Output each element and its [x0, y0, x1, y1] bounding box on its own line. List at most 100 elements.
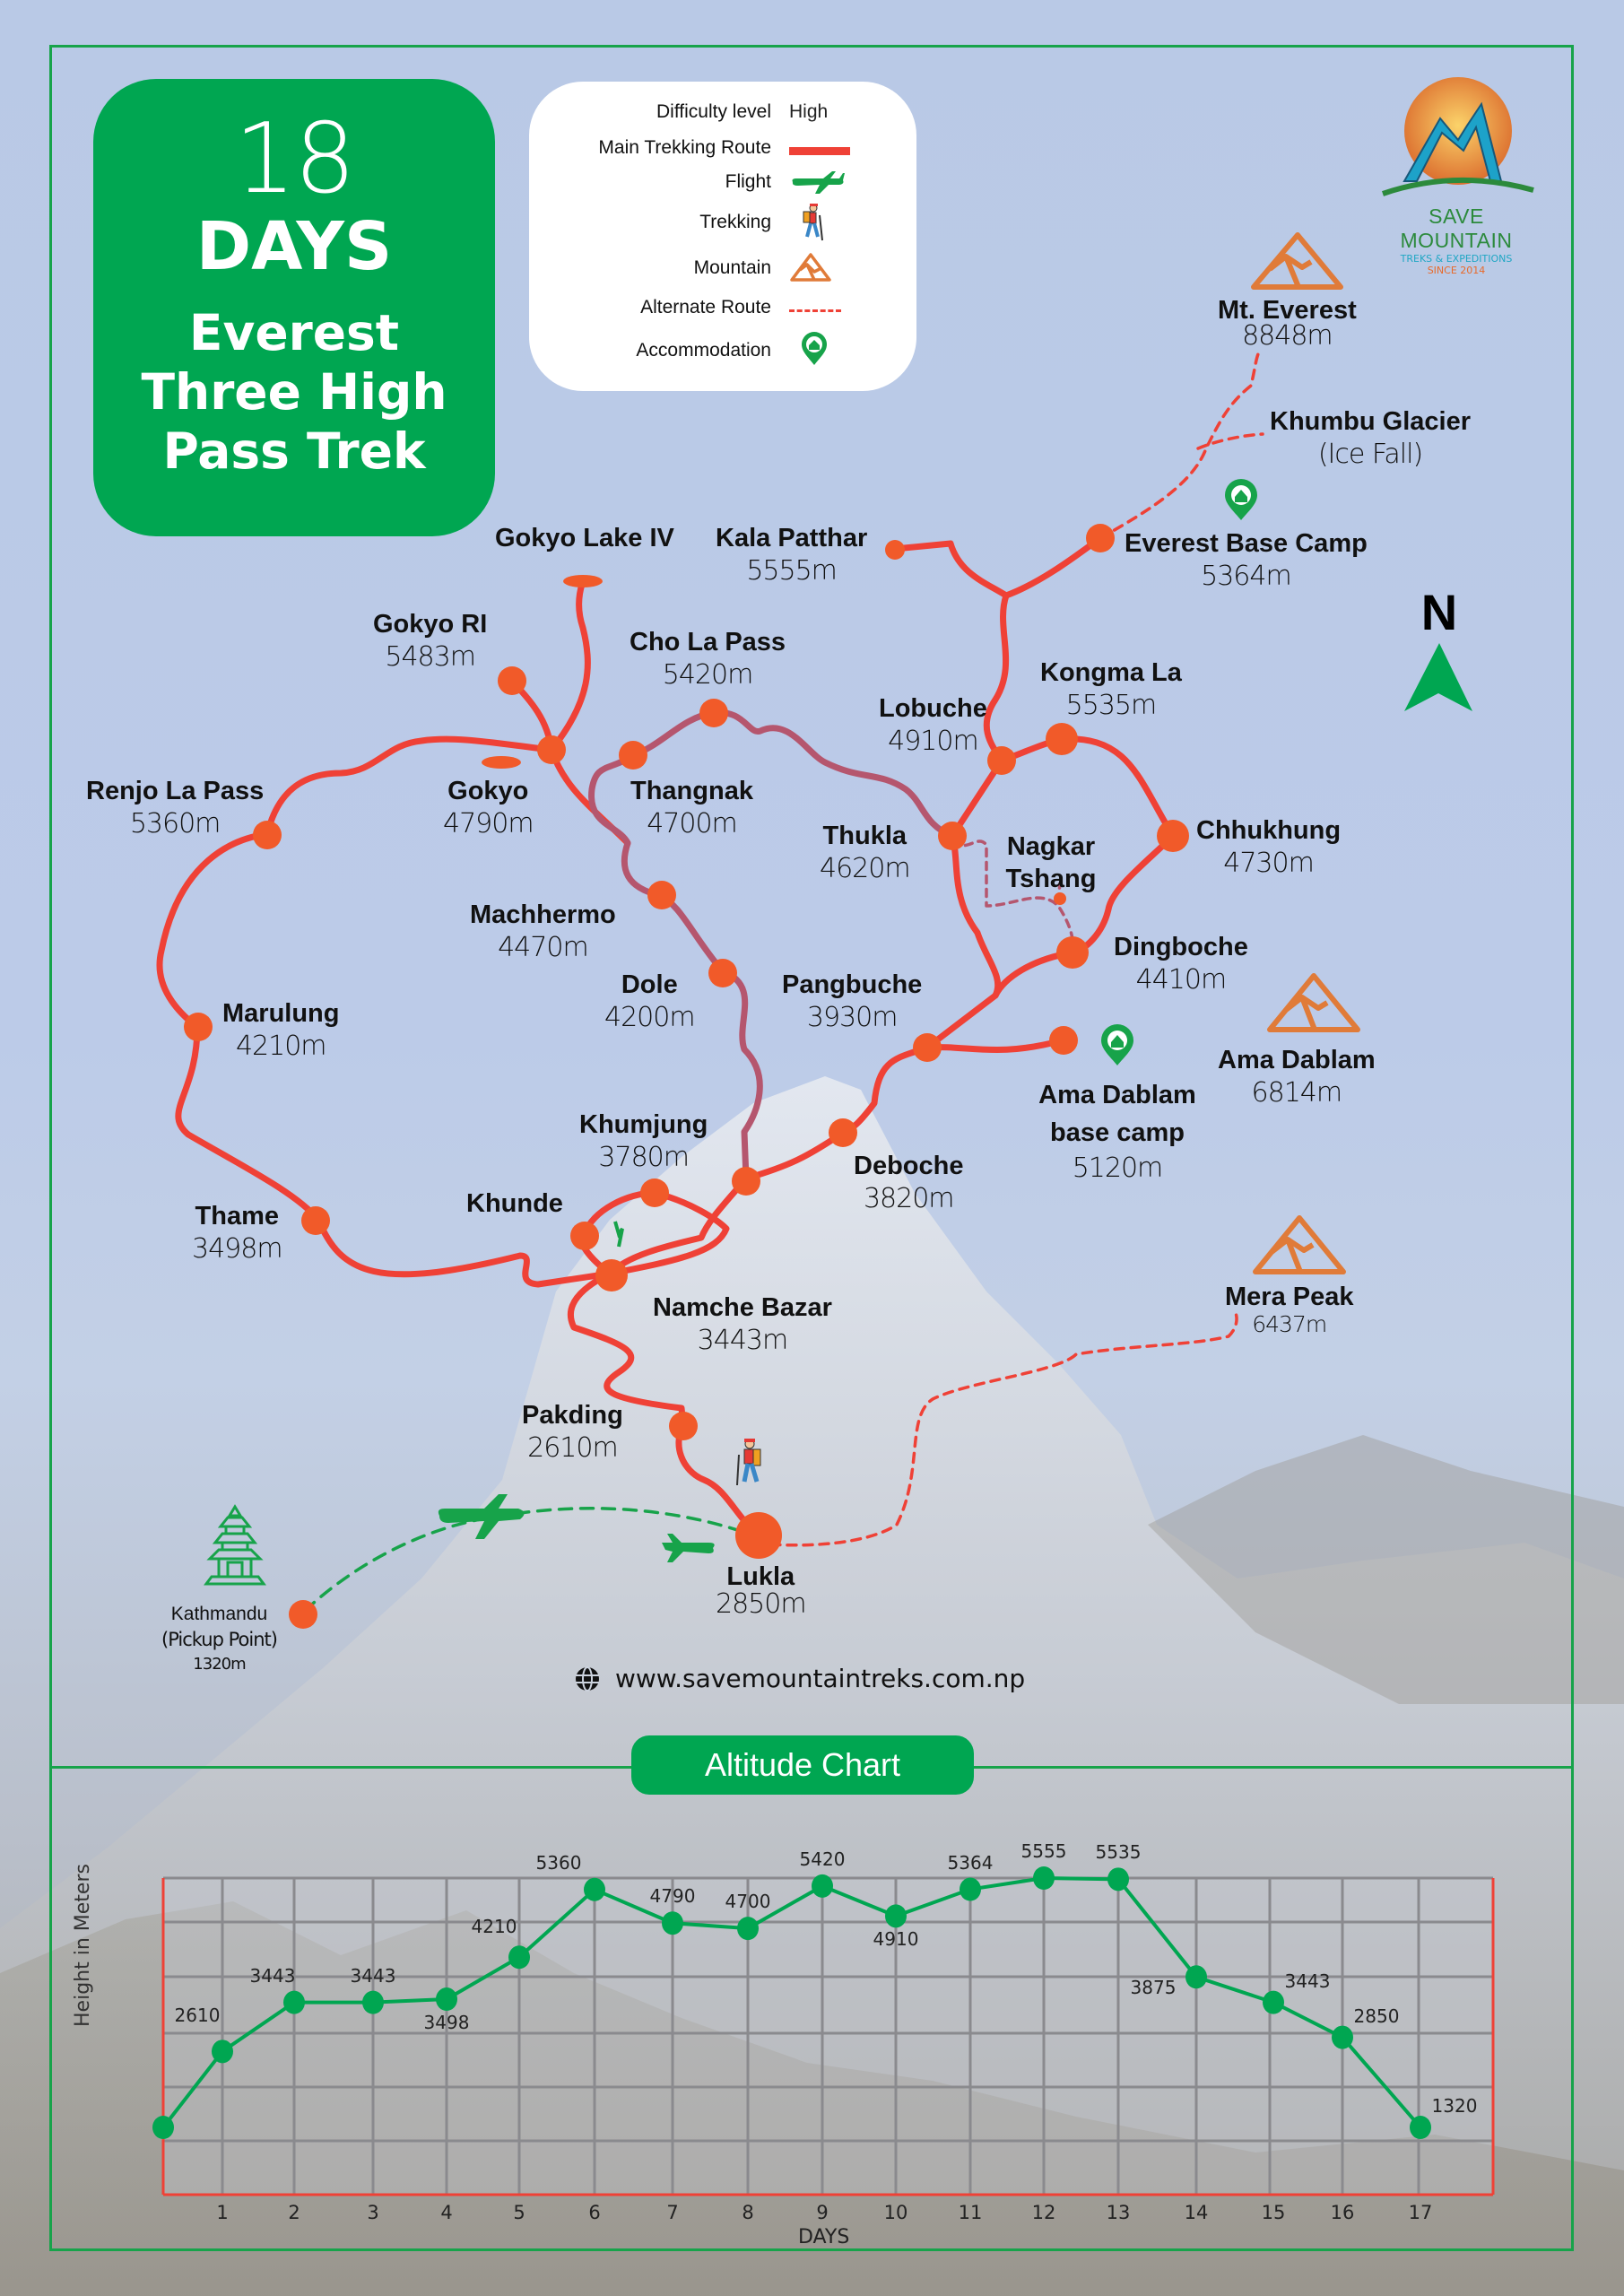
alternate-route-khumbu-glacier: [1196, 432, 1264, 450]
altitude-point: [1332, 2025, 1353, 2049]
node-cho-la-pass: [699, 699, 728, 727]
accommodation-pin-icon-ama-dablam-bc: [1101, 1024, 1133, 1065]
trek-name-line: Everest: [188, 304, 400, 361]
altitude-point: [1263, 1990, 1284, 2014]
place-altitude: (Pickup Point): [161, 1629, 278, 1650]
chart-point-label: 3443: [350, 1964, 396, 1987]
airplane-icon-return: [662, 1534, 715, 1562]
place-altitude: 2850m: [716, 1588, 807, 1620]
airplane-icon: [792, 171, 845, 194]
chart-point-label: 1320: [1431, 2095, 1478, 2117]
node-gokyo: [537, 735, 566, 764]
airplane-icon-outbound: [438, 1494, 525, 1539]
node-dingboche: [1056, 936, 1089, 969]
website-link[interactable]: www.savemountaintreks.com.np: [574, 1664, 1025, 1693]
node-nagkar-tshang: [1054, 892, 1066, 905]
place-thangnak: Thangnak 4700m: [630, 775, 753, 841]
legend-trekking-label: Trekking: [699, 212, 771, 232]
place-name: Gokyo: [447, 777, 529, 805]
node-kala-patthar: [885, 540, 905, 560]
place-altitude: 3498m: [192, 1233, 283, 1265]
hiker-icon-map: [736, 1439, 761, 1486]
place-altitude: (Ice Fall): [1317, 439, 1423, 470]
chart-x-tick: 11: [958, 2202, 983, 2223]
chart-point-label: 4210: [471, 1916, 517, 1938]
altitude-point: [362, 1990, 384, 2014]
node-dole: [708, 959, 737, 987]
place-altitude: 6437m: [1252, 1311, 1327, 1337]
place-altitude: 5555m: [746, 555, 838, 587]
node-marulung: [184, 1013, 213, 1041]
route-gokyo-lake: [548, 578, 591, 753]
place-khumbu-glacier: Khumbu Glacier(Ice Fall): [1270, 405, 1471, 472]
accommodation-pin-icon: [802, 332, 827, 365]
altitude-point: [662, 1911, 683, 1935]
node-thame: [301, 1206, 330, 1235]
chart-point-label: 4700: [725, 1891, 771, 1913]
north-arrow-icon: [1404, 643, 1472, 711]
place-altitude: 4620m: [820, 853, 911, 884]
logo-since: SINCE 2014: [1427, 265, 1486, 276]
node-machhermo: [647, 881, 676, 909]
place-altitude: 5420m: [662, 659, 754, 691]
place-altitude-value: 1320m: [193, 1655, 246, 1674]
place-name: Lobuche: [879, 694, 987, 723]
place-altitude: 4700m: [647, 808, 738, 839]
altitude-point: [885, 1904, 907, 1928]
chart-x-tick: 8: [742, 2202, 754, 2223]
place-altitude: 5483m: [385, 641, 476, 673]
trek-name-line: Three High: [141, 363, 447, 421]
chart-point-label: 5420: [799, 1848, 846, 1870]
place-name: Nagkar Tshang: [1005, 832, 1097, 893]
website-url[interactable]: www.savemountaintreks.com.np: [615, 1664, 1026, 1693]
node-namche-bazar: [595, 1259, 628, 1292]
place-name: Dole: [621, 970, 678, 999]
alternate-route-mera-peak: [769, 1311, 1238, 1547]
place-altitude: 8848m: [1242, 320, 1333, 352]
place-altitude: 5120m: [1072, 1152, 1164, 1184]
place-name: Renjo La Pass: [86, 777, 265, 805]
chart-point-label: 4790: [649, 1885, 696, 1908]
logo-brand-text: SAVE MOUNTAIN: [1400, 204, 1513, 252]
legend-alternate-route-label: Alternate Route: [640, 297, 771, 317]
trek-title-box: 18 DAYS Everest Three High Pass Trek: [93, 79, 495, 536]
north-label: N: [1420, 584, 1458, 640]
chart-x-tick: 10: [883, 2202, 908, 2223]
node-khunde: [570, 1222, 599, 1250]
place-chhukhung: Chhukhung 4730m: [1196, 814, 1341, 881]
node-thukla: [938, 822, 967, 850]
place-name: Chhukhung: [1196, 816, 1342, 845]
place-name: Deboche: [854, 1152, 964, 1180]
chart-x-tick: 13: [1106, 2202, 1131, 2223]
tree-icon: [613, 1221, 624, 1248]
chart-x-tick: 9: [816, 2202, 829, 2223]
chart-point-label: 2610: [174, 2005, 221, 2027]
place-name: Ama Dablam base camp: [1038, 1081, 1196, 1147]
chart-x-tick: 14: [1184, 2202, 1209, 2223]
chart-y-axis-label: Height in Meters: [72, 1864, 94, 2027]
place-name: Thangnak: [630, 777, 753, 805]
node-kongma-la: [1046, 723, 1078, 755]
chart-x-tick: 16: [1330, 2202, 1355, 2223]
temple-icon: [204, 1504, 266, 1586]
place-altitude: 5535m: [1065, 690, 1158, 721]
place-altitude: 3930m: [806, 1002, 899, 1033]
place-kathmandu: Kathmandu(Pickup Point)1320m: [161, 1602, 278, 1677]
chart-x-tick: 17: [1408, 2202, 1433, 2223]
chart-x-tick: 3: [367, 2202, 379, 2223]
place-altitude: 4730m: [1223, 848, 1315, 879]
legend-mountain-label: Mountain: [693, 257, 771, 278]
place-altitude: 3780m: [598, 1142, 690, 1173]
